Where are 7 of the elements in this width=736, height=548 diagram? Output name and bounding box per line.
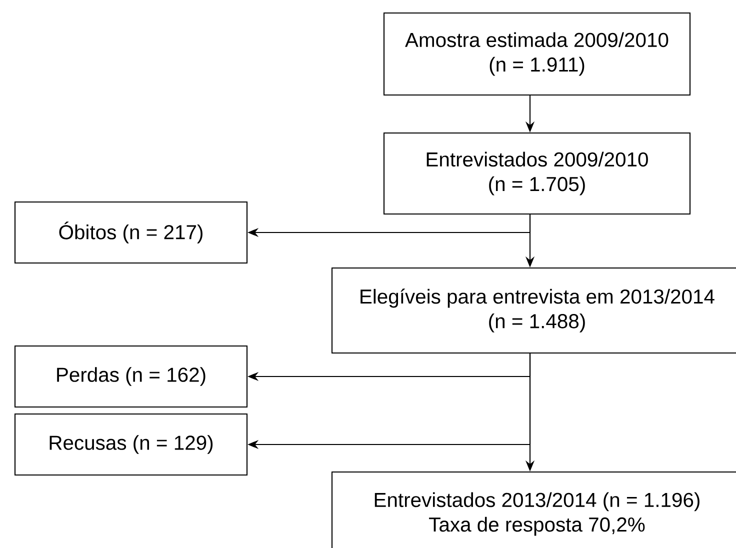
process-box: Recusas (n = 129)	[14, 413, 248, 476]
process-box: Perdas (n = 162)	[14, 345, 248, 408]
process-box: Óbitos (n = 217)	[14, 201, 248, 264]
process-box: Elegíveis para entrevista em 2013/2014 (n = 1.488)	[331, 267, 736, 354]
process-box: Entrevistados 2009/2010 (n = 1.705)	[383, 132, 691, 215]
process-box: Amostra estimada 2009/2010 (n = 1.911)	[383, 12, 691, 96]
process-box: Entrevistados 2013/2014 (n = 1.196) Taxa de resposta 70,2%	[331, 471, 736, 548]
